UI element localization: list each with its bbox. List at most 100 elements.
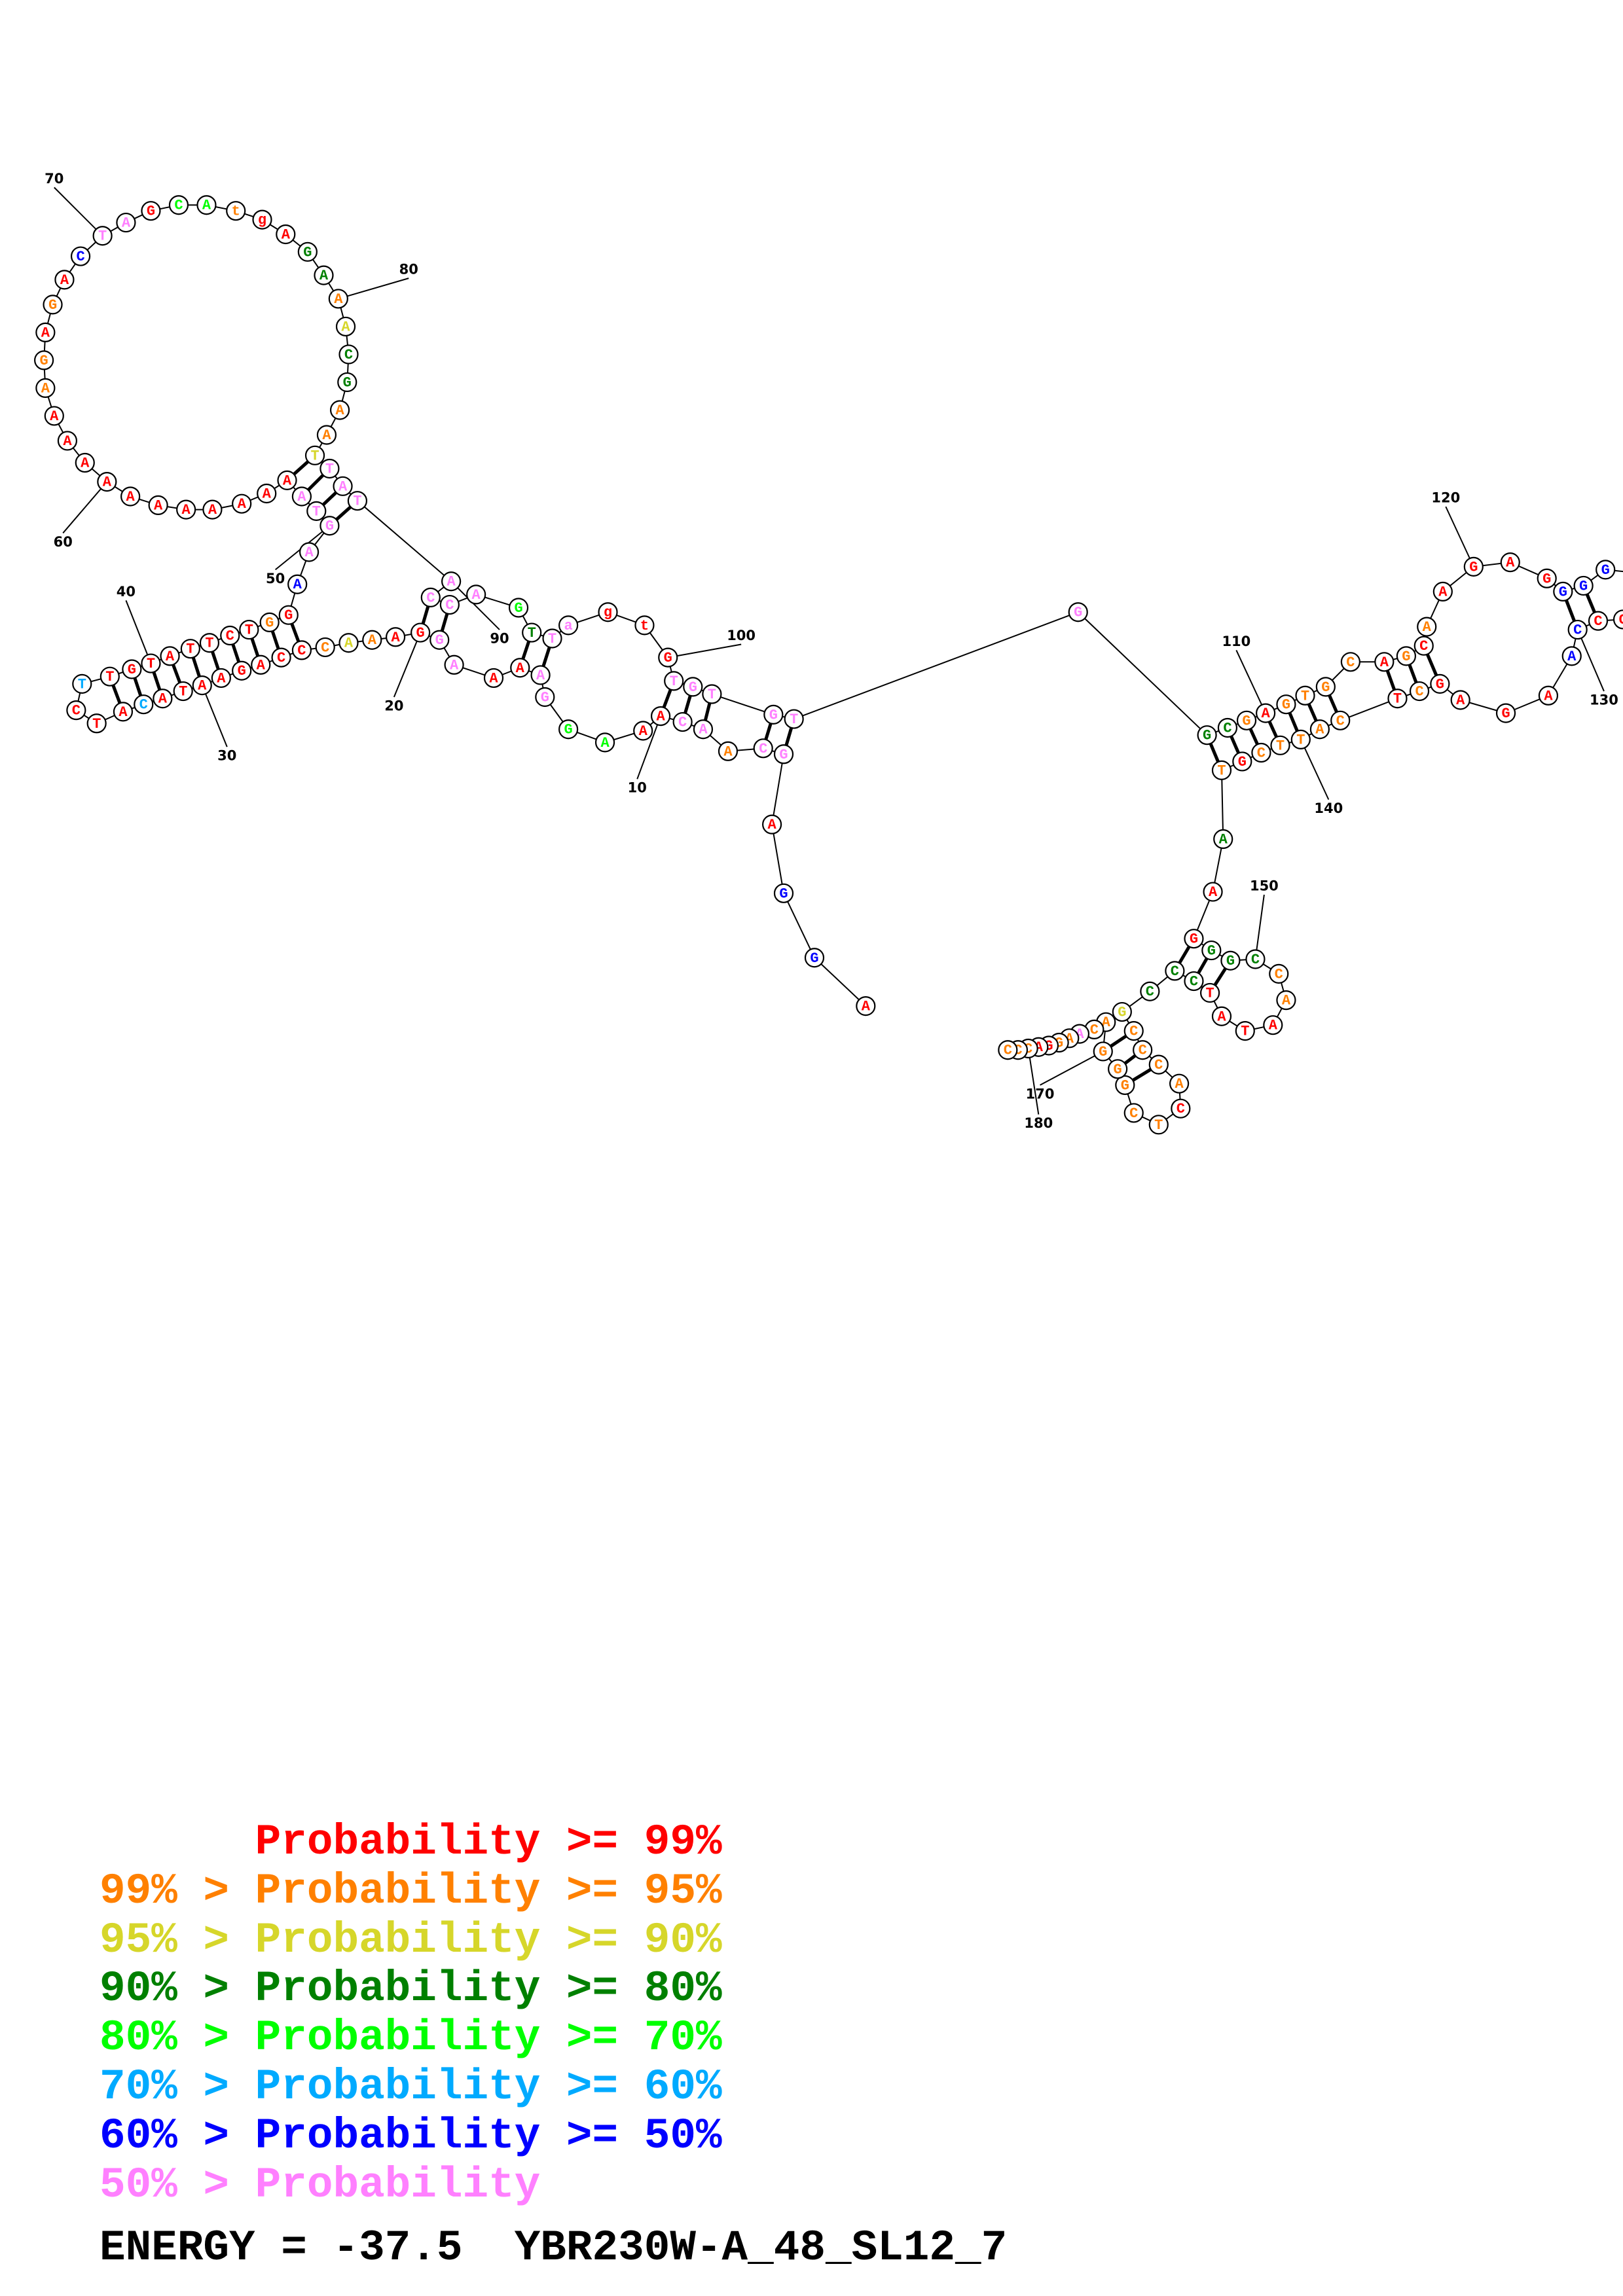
nucleotide-letter: G	[1436, 676, 1444, 692]
nucleotide-letter: A	[166, 649, 175, 665]
nucleotide: A	[335, 316, 356, 337]
nucleotide: A	[856, 996, 876, 1016]
nucleotide: T	[664, 671, 684, 691]
nucleotide-circle	[1256, 703, 1276, 723]
nucleotide: C	[168, 195, 189, 215]
nucleotide-circle	[664, 671, 684, 691]
nucleotide: A	[718, 741, 739, 761]
nucleotide-letter: T	[1154, 1117, 1163, 1134]
nucleotide-circle	[1112, 1001, 1132, 1022]
nucleotide: A	[120, 486, 141, 507]
nucleotide-letter: C	[174, 198, 183, 214]
nucleotide: A	[35, 322, 56, 342]
nucleotide: A	[1500, 552, 1520, 573]
nucleotide: T	[199, 633, 220, 653]
nucleotide: g	[252, 209, 272, 230]
nucleotide-circle	[271, 647, 291, 668]
nucleotide-circle	[1463, 556, 1484, 577]
nucleotide: C	[1413, 636, 1434, 656]
nucleotide-letter: A	[447, 574, 456, 590]
nucleotide: C	[315, 637, 335, 658]
nucleotide-circle	[1573, 575, 1594, 596]
nucleotide-letter: G	[416, 625, 425, 641]
nucleotide: C	[1148, 1054, 1169, 1075]
base-pairs	[111, 459, 1597, 1083]
nucleotide-letter: A	[368, 632, 377, 649]
backbone-link	[1340, 698, 1398, 721]
nucleotide-circle	[1495, 703, 1516, 723]
nucleotide-circle	[508, 598, 529, 618]
position-tick-line	[125, 600, 152, 664]
nucleotide-letter: A	[238, 496, 247, 512]
nucleotide-letter: G	[1118, 1005, 1126, 1021]
nucleotide: G	[773, 883, 794, 903]
base-pair-bond	[1564, 599, 1577, 622]
nucleotide-letter: A	[1506, 555, 1515, 571]
nucleotide-circle	[1270, 735, 1290, 755]
nucleotide: T	[1199, 982, 1220, 1003]
nucleotide-circle	[192, 675, 212, 696]
position-number-label: 90	[490, 631, 509, 647]
nucleotide: C	[998, 1040, 1018, 1060]
nucleotide-letter: C	[1139, 1043, 1147, 1059]
nucleotide: A	[44, 406, 64, 426]
nucleotide: A	[276, 224, 296, 245]
nucleotide: A	[291, 486, 312, 507]
nucleotide: C	[271, 647, 291, 668]
nucleotide-letter: T	[310, 448, 319, 464]
nucleotide-circle	[1115, 1075, 1135, 1096]
nucleotide-letter: A	[41, 380, 50, 397]
nucleotide-letter: A	[1262, 706, 1271, 722]
position-tick-line	[54, 187, 103, 236]
nucleotide-letter: G	[1469, 559, 1478, 575]
nucleotide-letter: C	[1154, 1057, 1163, 1073]
nucleotide: G	[1184, 929, 1204, 949]
backbone-link	[814, 957, 866, 1007]
nucleotide-circle	[558, 719, 579, 740]
nucleotide-circle	[1235, 1021, 1255, 1041]
nucleotide-circle	[542, 628, 562, 649]
nucleotide-letter: A	[344, 636, 354, 652]
nucleotide: A	[444, 655, 464, 675]
nucleotide: C	[1217, 717, 1238, 738]
nucleotide: A	[202, 499, 223, 520]
nucleotide: G	[429, 630, 450, 650]
base-pair-bond	[152, 671, 162, 691]
nucleotide-letter: T	[186, 641, 194, 658]
nucleotide: T	[239, 619, 259, 640]
nucleotide: G	[1068, 602, 1088, 622]
nucleotide: A	[385, 627, 406, 647]
nucleotide: C	[220, 625, 240, 646]
nucleotide-circle	[276, 224, 296, 245]
nucleotide: t	[226, 201, 246, 221]
nucleotide-circle	[141, 201, 161, 221]
nucleotide: A	[483, 668, 504, 689]
nucleotide: G	[1276, 694, 1296, 715]
nucleotide-circle	[1374, 652, 1395, 672]
nucleotide: C	[1133, 1040, 1153, 1060]
nucleotide-circle	[1217, 717, 1238, 738]
nucleotide: A	[75, 452, 95, 473]
nucleotide-letter: G	[1402, 649, 1410, 665]
nucleotide: A	[160, 646, 180, 666]
nucleotide: A	[1309, 719, 1330, 740]
nucleotide-circle	[1295, 685, 1315, 706]
position-number-label: 50	[266, 571, 285, 586]
nucleotide-letter: A	[126, 489, 136, 505]
nucleotide-letter: G	[564, 722, 573, 738]
nucleotide: G	[1396, 646, 1417, 666]
nucleotide-letter: G	[1501, 706, 1510, 722]
nucleotide-letter: A	[338, 478, 348, 495]
nucleotide-letter: T	[312, 503, 321, 520]
nucleotide-circle	[257, 483, 277, 504]
nucleotide-circle	[259, 612, 280, 632]
nucleotide-letter: C	[321, 639, 329, 656]
nucleotide: T	[304, 445, 325, 465]
legend-row-lt50: 50% > Probability	[100, 2160, 541, 2210]
position-tick-line	[450, 581, 500, 630]
nucleotide-letter: C	[1004, 1043, 1012, 1059]
nucleotide: C	[1340, 652, 1360, 672]
nucleotide-circle	[232, 493, 252, 514]
position-tick-line	[1027, 1048, 1040, 1115]
nucleotide-letter: A	[516, 660, 525, 677]
